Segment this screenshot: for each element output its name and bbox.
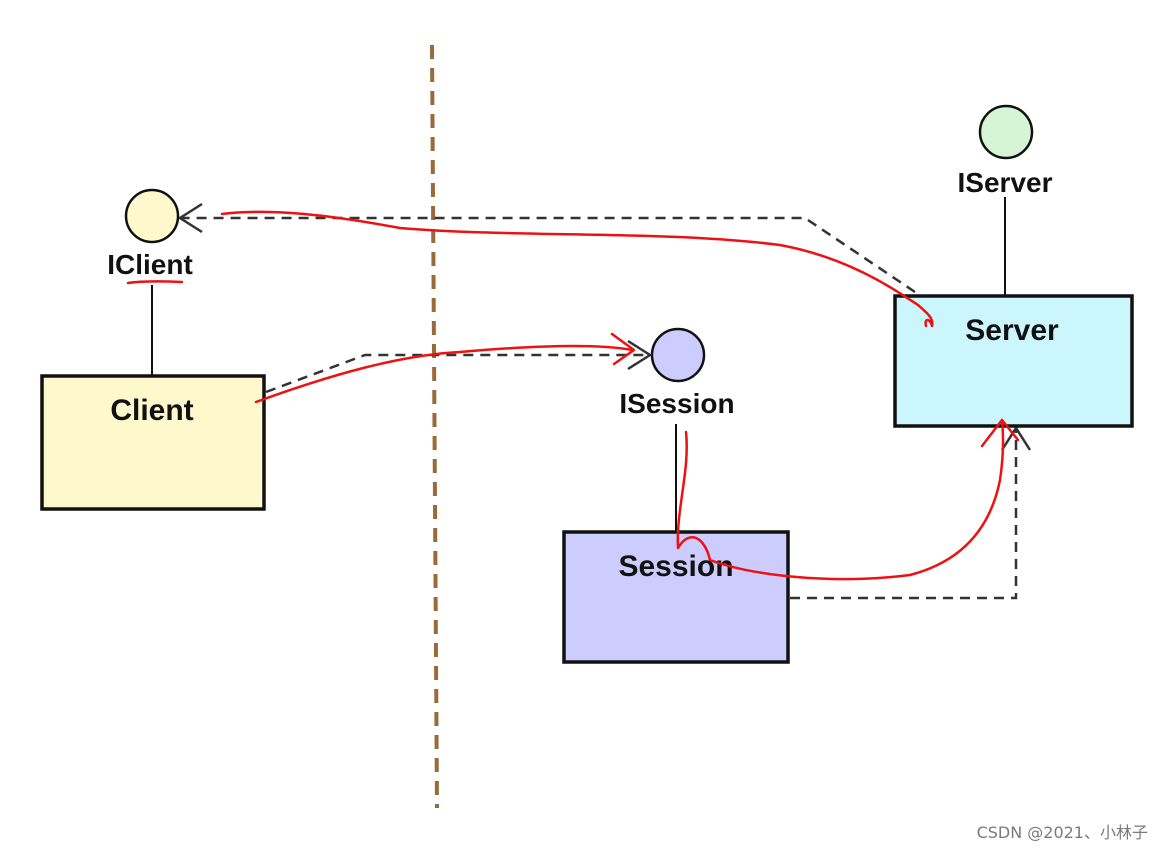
annotation-arrowhead-isession: [610, 332, 636, 366]
dependency-client-to-isession: [265, 339, 653, 394]
iserver-label: IServer: [958, 167, 1053, 198]
server-label: Server: [965, 314, 1059, 347]
iclient-label: IClient: [107, 249, 193, 280]
annotation-client-to-isession: [254, 344, 634, 404]
boundary-divider: [430, 44, 439, 809]
iserver-interface: [978, 104, 1034, 160]
server-box: [893, 294, 1134, 428]
annotation-iclient-to-server: [220, 210, 934, 328]
dependency-session-to-server: [790, 425, 1032, 600]
session-box: [562, 530, 790, 664]
annotation-underline-iclient: [126, 280, 184, 285]
red-annotations: [126, 210, 1020, 581]
annotation-isession-to-server: [676, 418, 1005, 581]
client-box: [40, 374, 266, 511]
dependency-server-to-iclient: [177, 202, 916, 294]
iclient-interface: [124, 188, 180, 244]
annotation-arrowhead-server: [980, 418, 1020, 448]
client-label: Client: [110, 394, 193, 427]
watermark: CSDN @2021、小林子: [976, 823, 1148, 842]
session-label: Session: [618, 550, 733, 583]
isession-interface: [650, 327, 706, 383]
isession-label: ISession: [619, 388, 734, 419]
